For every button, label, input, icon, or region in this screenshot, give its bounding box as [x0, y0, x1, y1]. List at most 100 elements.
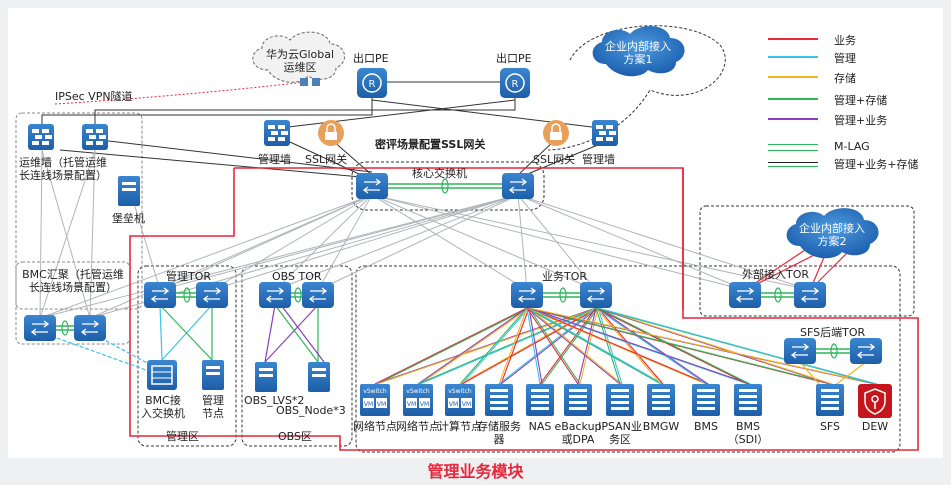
- biz-link-line: [528, 307, 833, 385]
- svg-text:R: R: [512, 79, 519, 90]
- enterprise-cloud-2-icon: [786, 208, 879, 259]
- biz-link-line: [526, 307, 662, 385]
- bmc-agg-switch-icon: [24, 315, 56, 341]
- biz-device-label: BMS（SDI）: [727, 420, 769, 446]
- legend-swatch: [768, 118, 818, 120]
- ops-zone-box: [15, 112, 143, 310]
- legend-item: 存储: [768, 70, 948, 85]
- mgmt-node-label: 管理节点: [202, 394, 224, 420]
- biz-link-line: [528, 307, 709, 385]
- legend-label: 存储: [834, 72, 856, 85]
- obs-lvs-icon: [255, 362, 277, 392]
- server-icon: [692, 384, 720, 416]
- bmc-agg-switch-icon: [74, 315, 106, 341]
- biz-tor-switch-icon: [511, 282, 543, 308]
- biz-link-line: [528, 307, 623, 385]
- firewall-icon: [592, 120, 618, 146]
- firewall-icon: [82, 124, 108, 150]
- biz-link-line: [526, 307, 579, 385]
- biz-link-line: [579, 307, 599, 385]
- bmc-switch-label: BMC接入交换机: [141, 394, 185, 420]
- legend-label: M-LAG: [834, 140, 870, 153]
- biz-link-line: [528, 307, 878, 385]
- legend-swatch: [768, 162, 818, 167]
- legend-item: M-LAG: [768, 140, 948, 154]
- legend-swatch: [768, 38, 818, 40]
- obs-node-icon: [308, 362, 330, 392]
- mgmt-tor-switch-icon: [196, 282, 228, 308]
- biz-device-label: SFS: [819, 420, 841, 433]
- mgmt-node-icon: [202, 360, 224, 390]
- biz-link-line: [595, 307, 749, 385]
- mgmt-zone-box: [137, 265, 237, 447]
- biz-link-line: [597, 307, 623, 385]
- mgmt-firewall-label: 管理墙: [258, 153, 291, 166]
- vm-text: VM: [449, 401, 458, 408]
- obs-tor-label: OBS TOR: [272, 270, 322, 283]
- biz-device-label: eBackup或DPA: [554, 420, 602, 446]
- legend-label: 管理+业务: [834, 114, 888, 127]
- biz-link-line: [376, 307, 530, 385]
- mgmt-tor-switch-icon: [144, 282, 176, 308]
- server-icon: [485, 384, 513, 416]
- biz-link-line: [374, 307, 528, 385]
- biz-link-line: [419, 307, 530, 385]
- ext-tor-label: 外部接入TOR: [742, 268, 810, 281]
- ssl-gateway-icon: [318, 120, 344, 146]
- biz-device-label: BMGW: [642, 420, 680, 433]
- switches: [24, 173, 882, 364]
- legend-swatch: [768, 144, 818, 151]
- biz-link-line: [595, 307, 662, 385]
- biz-link-line: [419, 307, 599, 385]
- core-switch-icon: [356, 173, 388, 199]
- ext-tor-switch-icon: [794, 282, 826, 308]
- ssl-gateway-label: SSL网关: [305, 153, 348, 166]
- obs-tor-switch-icon: [302, 282, 334, 308]
- ipsec-tunnel-line: [54, 81, 306, 105]
- sfs-tor-label: SFS后端TOR: [800, 326, 866, 339]
- biz-tor-links: [374, 307, 878, 385]
- biz-link-line: [417, 307, 528, 385]
- biz-tor-switch-icon: [580, 282, 612, 308]
- server-icon: [816, 384, 844, 416]
- biz-link-line: [597, 307, 664, 385]
- legend-swatch: [768, 76, 818, 78]
- biz-tor-label: 业务TOR: [542, 270, 588, 283]
- biz-link-line: [526, 307, 707, 385]
- biz-link-line: [376, 307, 599, 385]
- core-to-tor-links: [39, 149, 811, 319]
- biz-device-label: 计算节点: [438, 420, 482, 433]
- vswitch-text: vSwitch: [363, 388, 387, 395]
- legend-item: 管理+业务+存储: [768, 156, 948, 171]
- obs-tor-links: [264, 304, 325, 363]
- bmc-agg-label: BMC汇聚（托管运维长连线场景配置）: [22, 268, 124, 294]
- server-icon: [526, 384, 554, 416]
- biz-link-line: [526, 307, 621, 385]
- biz-link-line: [595, 307, 831, 385]
- bastion-label: 堡垒机: [112, 212, 145, 225]
- ssl-gateway-label: SSL网关: [533, 153, 576, 166]
- dew-icon: [858, 384, 892, 418]
- ssl-gateway-icon: [543, 120, 569, 146]
- biz-device-label: BMS: [693, 420, 719, 433]
- vswitch-text: vSwitch: [448, 388, 472, 395]
- huawei-cloud-icon: [252, 31, 345, 86]
- legend-label: 业务: [834, 34, 856, 47]
- server-icon: [734, 384, 762, 416]
- firewall-icon: [264, 120, 290, 146]
- obs-lvs-label: OBS_LVS*2: [244, 394, 305, 407]
- biz-device-label: NAS: [528, 420, 552, 433]
- exit-pe-router-icon: R: [500, 68, 530, 98]
- vm-text: VM: [407, 401, 416, 408]
- biz-link-line: [461, 307, 530, 385]
- enterprise-cloud-2-label: 企业内部接入方案2: [799, 222, 865, 248]
- ops-firewall-label: 运维墙（托管运维长连线场景配置）: [19, 156, 107, 182]
- huawei-cloud-label: 华为云Global运维区: [265, 48, 335, 74]
- vm-text: VM: [462, 401, 471, 408]
- legend-item: 管理+业务: [768, 112, 948, 127]
- svg-text:R: R: [369, 79, 376, 90]
- vm-text: VM: [420, 401, 429, 408]
